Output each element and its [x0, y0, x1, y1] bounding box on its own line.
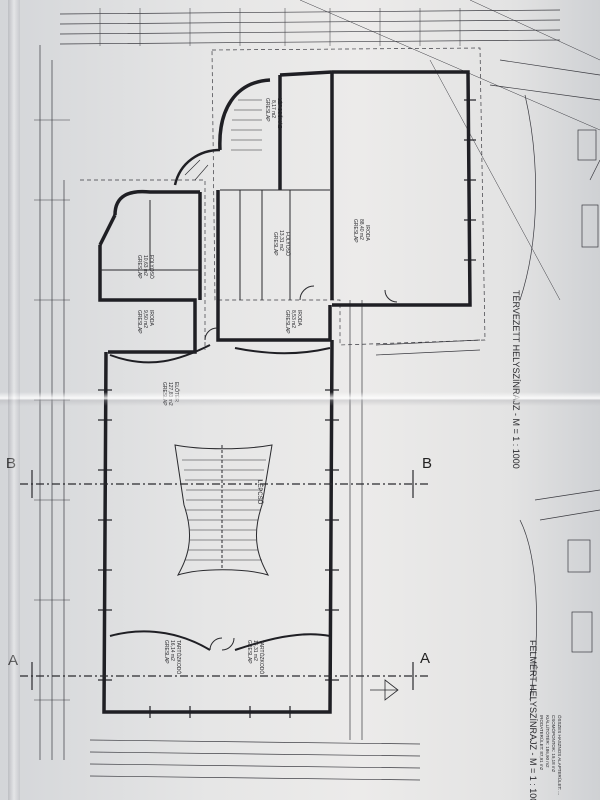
summary-line: ÖSSZES HASZNOS ALAPTERÜLET: ...: [557, 715, 563, 795]
room-terrace-right: TARTÓZKODÓ 15,31 m2 GRESLAP: [246, 640, 265, 674]
room-staircase: LÉPCSŐHÁZ 8,17 m2 GRESLAP: [264, 98, 283, 128]
room-name: IRODA: [148, 310, 154, 327]
room-floor: GRESLAP: [136, 255, 142, 279]
section-a-left: A: [8, 652, 18, 669]
room-area: 88,40 m2: [358, 219, 364, 240]
paper-fold: [0, 392, 600, 406]
room-office-left: IRODA 9,50 m2 GRESLAP: [136, 310, 154, 334]
room-name: IRODA: [364, 225, 370, 242]
paper-fold: [8, 0, 20, 800]
room-wc-left: FOLYOSÓ 10,63 m2 GRESLAP: [136, 255, 155, 279]
summary-line: IRODATERÜLET: 87,91 m2: [539, 715, 545, 771]
room-floor: GRESLAP: [136, 310, 142, 334]
room-area: 16,14 m2: [169, 640, 175, 661]
room-area: 8,17 m2: [270, 100, 276, 118]
room-name: FOLYOSÓ: [284, 232, 291, 256]
room-name: IRODA: [296, 310, 302, 327]
room-name: TARTÓZKODÓ: [175, 640, 182, 674]
room-area: 13,31 m2: [278, 230, 284, 251]
room-area: 9,50 m2: [142, 310, 148, 328]
room-corridor: FOLYOSÓ 13,31 m2 GRESLAP: [272, 230, 291, 256]
summary-line: CSOMÓPONTOK: 19,18 m2: [551, 715, 557, 773]
room-floor: GRESLAP: [264, 98, 270, 122]
room-office-small: IRODA 8,53 m2 GRESLAP: [284, 310, 302, 334]
room-name: LÉPCSŐHÁZ: [276, 98, 283, 128]
section-b-right: B: [422, 455, 432, 472]
summary-line: KIÁLLÍTÓTÉR: 186,90 m2: [545, 715, 551, 768]
room-area: 15,31 m2: [252, 640, 258, 661]
room-area: 8,53 m2: [290, 310, 296, 328]
area-summary: IRODATERÜLET: 87,91 m2 KIÁLLÍTÓTÉR: 186,…: [539, 715, 563, 795]
surveyed-site-title: FELMÉRT HELYSZÍNRAJZ - M = 1 : 1000: [528, 640, 538, 800]
room-terrace-left: TARTÓZKODÓ 16,14 m2 GRESLAP: [163, 640, 182, 674]
section-a-right: A: [420, 650, 430, 667]
section-b-left: B: [6, 455, 16, 472]
level-marker-icon: [370, 679, 399, 701]
room-floor: GRESLAP: [163, 640, 169, 664]
stair-label: LÉPCSŐ: [256, 480, 263, 505]
room-floor: GRESLAP: [246, 640, 252, 664]
room-office-big: IRODA 88,40 m2 GRESLAP: [352, 219, 370, 243]
room-name: FOLYOSÓ: [148, 255, 155, 279]
planned-site-title: TERVEZETT HELYSZÍNRAJZ - M = 1 : 1000: [511, 290, 521, 469]
room-name: TARTÓZKODÓ: [258, 640, 265, 674]
room-area: 10,63 m2: [142, 255, 148, 276]
room-floor: GRESLAP: [284, 310, 290, 334]
room-floor: GRESLAP: [352, 219, 358, 243]
room-floor: GRESLAP: [272, 232, 278, 256]
